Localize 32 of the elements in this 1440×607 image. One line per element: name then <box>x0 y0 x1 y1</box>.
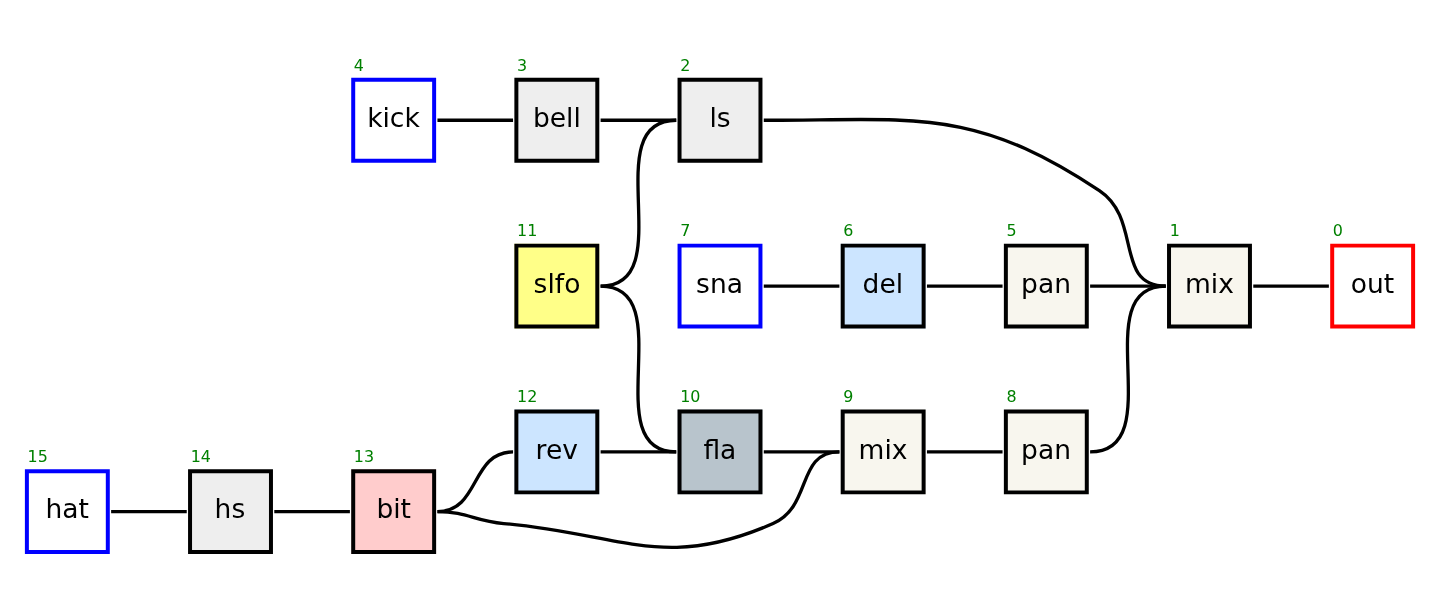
node-label: 0 <box>1332 220 1343 240</box>
node-label: 11 <box>517 220 538 240</box>
connector <box>1253 283 1329 288</box>
node-label: 9 <box>843 386 854 406</box>
connector <box>274 509 350 513</box>
connector <box>600 283 677 454</box>
connector <box>763 449 840 454</box>
node-label: 8 <box>1006 386 1017 406</box>
connector <box>926 283 1003 288</box>
node-label: 15 <box>27 446 48 466</box>
connector <box>926 449 1003 454</box>
node-label: 6 <box>843 220 854 240</box>
connector <box>763 283 840 288</box>
node-label: 3 <box>517 55 528 75</box>
connector <box>1090 283 1166 288</box>
node-label: 4 <box>353 55 364 75</box>
node-label: 14 <box>190 446 211 466</box>
connector <box>763 117 1166 288</box>
connector <box>1089 283 1167 454</box>
node-label: 5 <box>1006 220 1017 240</box>
node-label: 12 <box>517 386 538 406</box>
node-label: 1 <box>1169 220 1180 240</box>
connector <box>437 118 514 122</box>
node-label: 7 <box>680 220 691 240</box>
connector <box>600 449 677 454</box>
connector <box>111 509 187 513</box>
node-label: 10 <box>680 386 701 406</box>
connector <box>437 449 514 513</box>
node-label: 13 <box>353 446 375 466</box>
connector <box>600 118 677 288</box>
node-label: 2 <box>680 55 691 75</box>
connector <box>437 449 840 549</box>
